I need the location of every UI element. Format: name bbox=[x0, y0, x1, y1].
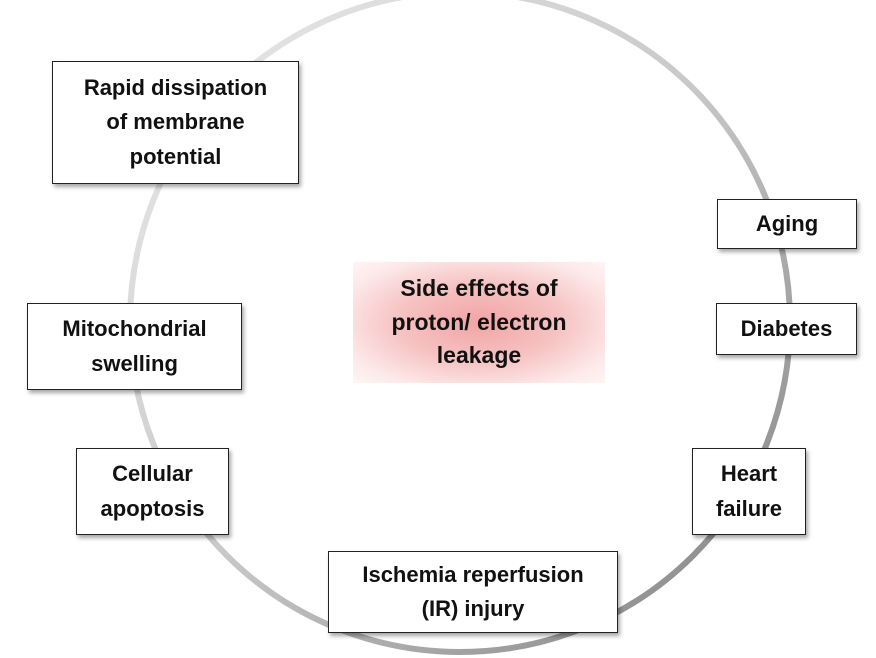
effect-mitochondrial-swelling-box: Mitochondrial swelling bbox=[27, 303, 242, 390]
effect-aging-box: Aging bbox=[717, 199, 857, 249]
effect-heart-failure-box: Heart failure bbox=[692, 448, 806, 535]
center-topic-box: Side effects of proton/ electron leakage bbox=[353, 262, 605, 383]
effect-diabetes-box: Diabetes bbox=[716, 303, 857, 355]
effect-ischemia-reperfusion-box: Ischemia reperfusion (IR) injury bbox=[328, 551, 618, 633]
effect-rapid-dissipation-box: Rapid dissipation of membrane potential bbox=[52, 61, 299, 184]
effect-cellular-apoptosis-box: Cellular apoptosis bbox=[76, 448, 229, 535]
